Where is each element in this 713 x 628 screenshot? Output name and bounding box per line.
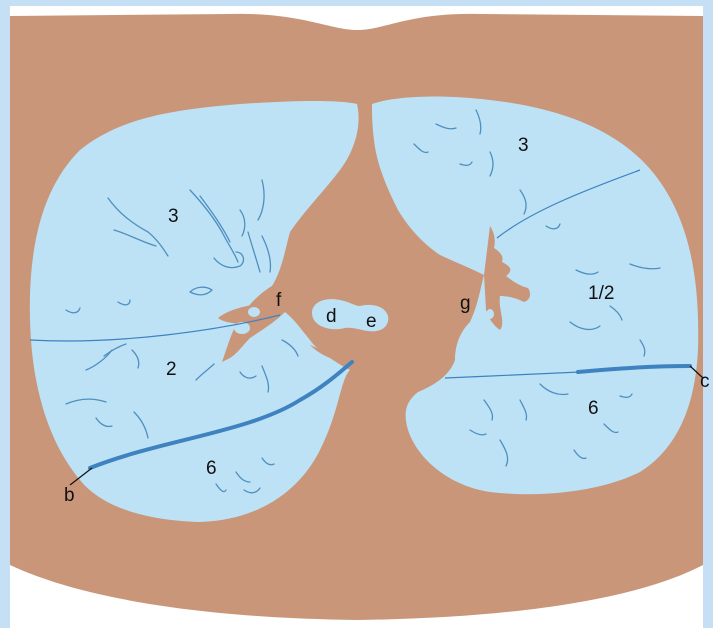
label-d: d — [326, 306, 337, 327]
label-g: g — [460, 293, 471, 314]
label-f: f — [276, 290, 282, 311]
frame-left — [0, 0, 10, 628]
label-left-lower-6: 6 — [588, 398, 599, 419]
label-right-middle-2: 2 — [166, 359, 177, 380]
hilum-hole — [486, 309, 494, 319]
label-right-upper-3: 3 — [168, 206, 179, 227]
label-left-middle-1-2: 1/2 — [588, 283, 614, 304]
label-b: b — [64, 485, 75, 506]
label-left-upper-3: 3 — [518, 135, 529, 156]
label-right-lower-6: 6 — [206, 458, 217, 479]
frame-right — [703, 0, 713, 628]
label-e: e — [366, 311, 377, 332]
label-c: c — [700, 371, 710, 392]
hilum-hole — [248, 307, 260, 317]
frame-top — [0, 0, 713, 6]
